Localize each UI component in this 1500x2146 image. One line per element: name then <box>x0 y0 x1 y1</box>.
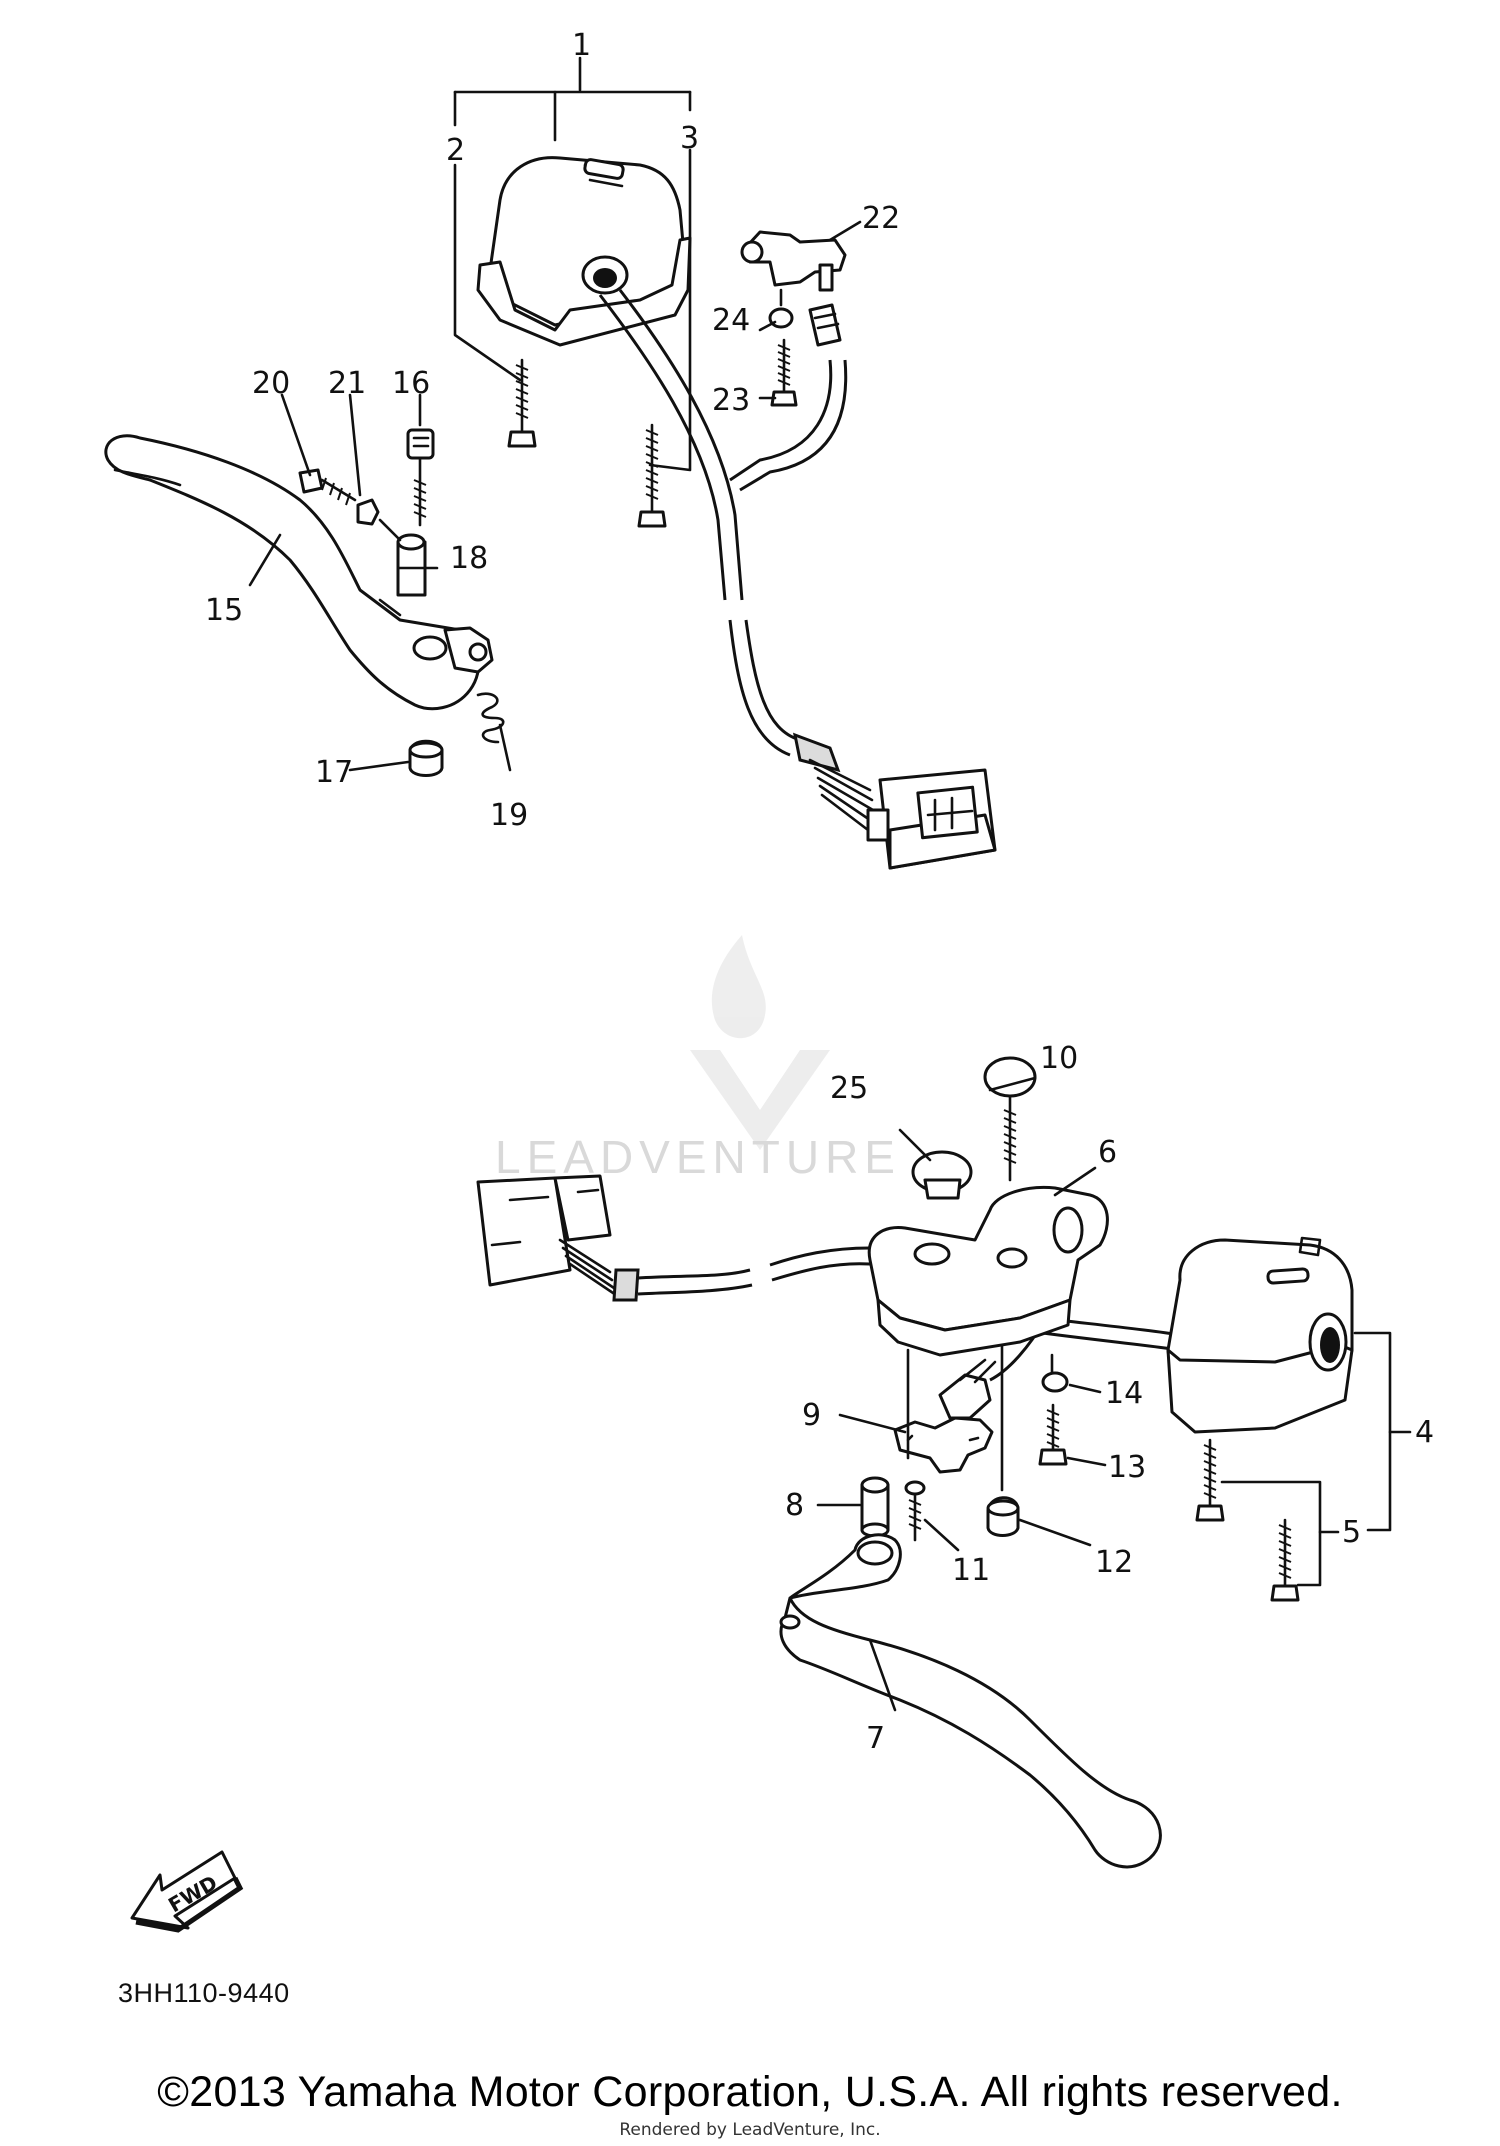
left-handlebar-switch <box>476 156 692 347</box>
callout-10: 10 <box>1040 1041 1078 1076</box>
part-13-screw <box>1038 1403 1068 1466</box>
callout-24: 24 <box>712 303 750 338</box>
brake-light-switch <box>740 230 847 347</box>
callout-25: 25 <box>830 1071 868 1106</box>
part-17-adjuster <box>408 739 444 777</box>
part-10-bolt <box>983 1056 1037 1182</box>
callout-2: 2 <box>446 133 465 168</box>
part-18-collar <box>396 533 427 597</box>
part-14-washer <box>1041 1371 1069 1393</box>
callout-3: 3 <box>680 121 699 156</box>
leader-lines <box>248 220 1107 1712</box>
switch-cable <box>598 289 801 757</box>
callout-19: 19 <box>490 798 528 833</box>
callout-12: 12 <box>1095 1545 1133 1580</box>
callout-16: 16 <box>392 366 430 401</box>
part-11-screw <box>904 1480 926 1542</box>
callout-17: 17 <box>315 755 353 790</box>
part-12-adjuster <box>986 1496 1020 1537</box>
bracket-4-5 <box>1220 1331 1412 1587</box>
right-handlebar-switch <box>1166 1236 1354 1434</box>
callout-labels: 1 2 3 4 5 6 7 8 9 10 11 12 13 14 15 16 1… <box>205 28 1434 1756</box>
part-3-screw <box>637 423 667 528</box>
top-connector <box>793 732 997 870</box>
fwd-arrow-icon: FWD <box>130 1850 244 1933</box>
callout-7: 7 <box>866 1721 885 1756</box>
brake-switch-wire <box>729 359 848 492</box>
part-16-bolt <box>406 428 435 527</box>
callout-8: 8 <box>785 1488 804 1523</box>
brake-lever <box>104 434 494 711</box>
guide-lines <box>906 1343 1054 1492</box>
callout-9: 9 <box>802 1398 821 1433</box>
watermark-logo <box>690 935 830 1150</box>
part-19-spring <box>476 692 505 744</box>
part-21-nut <box>356 498 402 542</box>
clutch-lever <box>779 1533 1162 1869</box>
clutch-lever-holder <box>867 1185 1109 1357</box>
part-25-cap <box>911 1150 973 1200</box>
part-20-bolt <box>298 468 357 506</box>
clutch-switch <box>893 1358 997 1474</box>
callout-23: 23 <box>712 383 750 418</box>
watermark-text: LEADVENTURE <box>495 1131 901 1183</box>
copyright-footer: ©2013 Yamaha Motor Corporation, U.S.A. A… <box>157 2068 1343 2116</box>
callout-14: 14 <box>1105 1376 1143 1411</box>
callout-1: 1 <box>572 28 591 63</box>
callout-5: 5 <box>1342 1515 1361 1550</box>
rendered-by-footer: Rendered by LeadVenture, Inc. <box>619 2120 881 2140</box>
bottom-connector <box>476 1174 640 1302</box>
part-8-collar <box>860 1476 890 1538</box>
callout-6: 6 <box>1098 1135 1117 1170</box>
part-23-screw <box>770 338 798 407</box>
callout-18: 18 <box>450 541 488 576</box>
diagram-code: 3HH110-9440 <box>118 1978 290 2008</box>
callout-13: 13 <box>1108 1450 1146 1485</box>
callout-4: 4 <box>1415 1415 1434 1450</box>
callout-11: 11 <box>952 1553 990 1588</box>
callout-21: 21 <box>328 366 366 401</box>
part-5-screws <box>1195 1438 1300 1602</box>
callout-15: 15 <box>205 593 243 628</box>
callout-22: 22 <box>862 201 900 236</box>
callout-20: 20 <box>252 366 290 401</box>
part-2-screw <box>507 358 537 448</box>
